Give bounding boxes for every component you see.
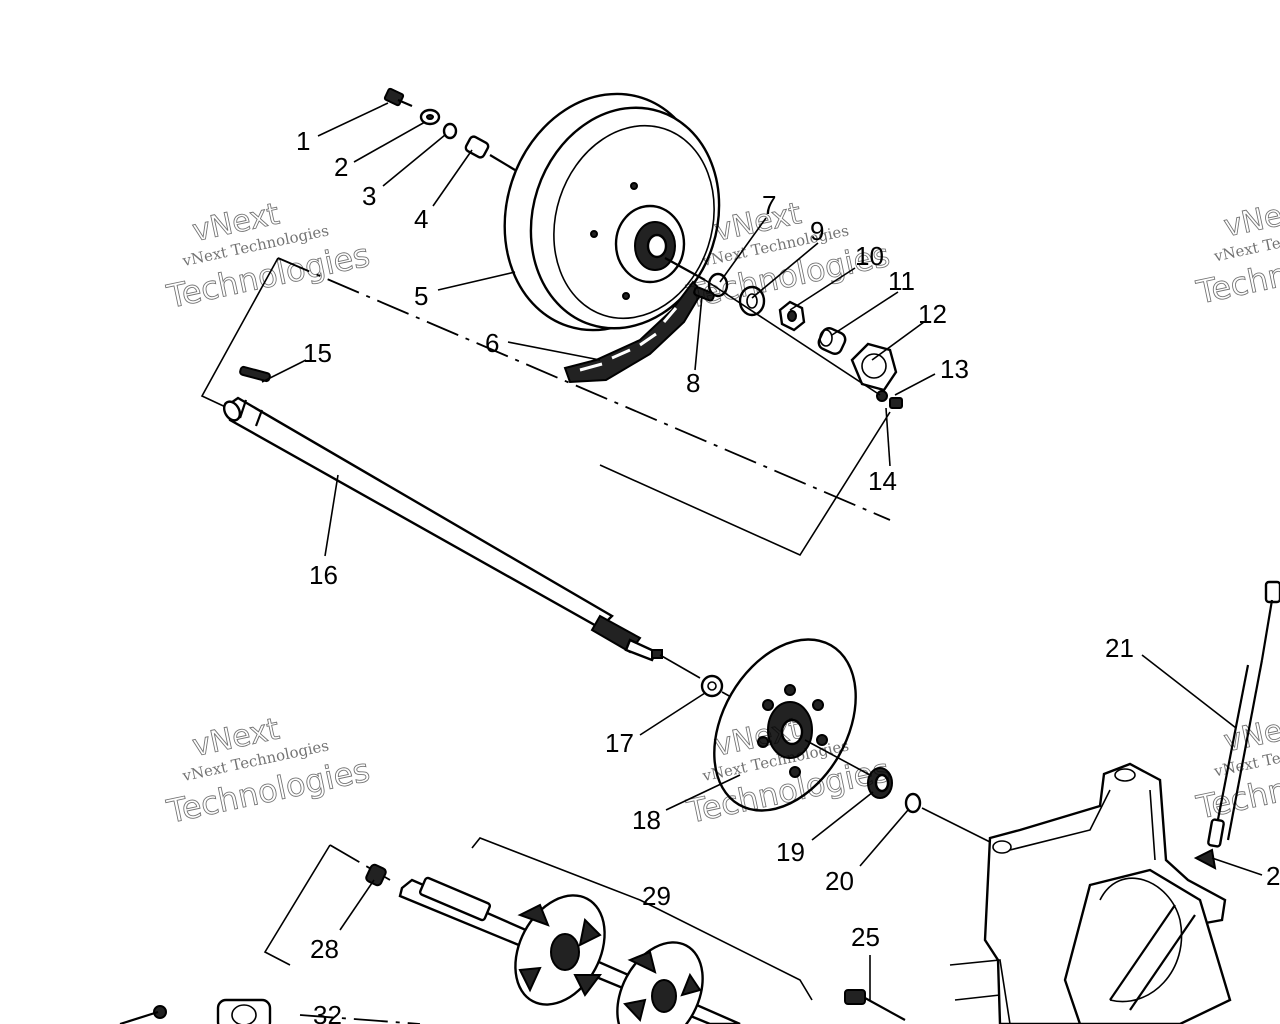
callout-20: 20 — [825, 866, 854, 896]
watermark-top-right: vNext vNext Technologies Technologies — [1192, 192, 1280, 313]
callout-16: 16 — [309, 560, 338, 590]
callout-5: 5 — [414, 281, 428, 311]
callout-28: 28 — [310, 934, 339, 964]
part-17-washer — [700, 674, 724, 698]
drive-sprocket-a — [514, 894, 606, 1006]
watermark-mid-left: vNext vNext Technologies Technologies — [163, 711, 374, 831]
callout-19: 19 — [776, 837, 805, 867]
part-5-driven-pulley — [503, 92, 721, 332]
callout-11: 11 — [888, 266, 915, 296]
part-11-bearing — [817, 327, 847, 355]
part-2-washer — [419, 108, 441, 126]
callout-14: 14 — [868, 466, 897, 496]
watermark-mid-center: vNext vNext Technologies Technologies — [683, 711, 894, 832]
part-20-ring — [904, 792, 922, 814]
part-24-fastener — [1193, 848, 1217, 870]
callout-29: 29 — [642, 881, 671, 911]
callout-24: 2 — [1266, 861, 1280, 891]
leader-lines — [261, 102, 1263, 1000]
callout-32: 32 — [313, 1000, 342, 1024]
callout-18: 18 — [632, 805, 661, 835]
callout-8: 8 — [686, 368, 700, 398]
part-13-14-fasteners — [876, 390, 903, 409]
callout-21: 21 — [1105, 633, 1134, 663]
callout-numbers: 1 2 3 4 5 6 7 8 9 10 11 12 13 14 15 16 1… — [296, 126, 1280, 1024]
shaft-centerline-upper — [704, 279, 881, 396]
callout-4: 4 — [414, 204, 428, 234]
callout-1: 1 — [296, 126, 310, 156]
callout-6: 6 — [485, 328, 499, 358]
part-21-cable — [1207, 580, 1280, 848]
chaincase-housing — [949, 762, 1232, 1024]
callout-10: 10 — [855, 241, 884, 271]
watermark-top-left: vNext vNext Technologies Technologies — [163, 196, 374, 316]
part-10-nut — [778, 300, 806, 332]
part-3-lockwasher — [442, 122, 458, 140]
callout-15: 15 — [303, 338, 332, 368]
callout-13: 13 — [940, 354, 969, 384]
part-18-brake-disc — [713, 638, 857, 812]
part-25-bolt — [844, 989, 906, 1021]
callout-17: 17 — [605, 728, 634, 758]
callout-2: 2 — [334, 152, 348, 182]
callout-7: 7 — [762, 190, 776, 220]
callout-3: 3 — [362, 181, 376, 211]
part-16-jackshaft — [222, 396, 701, 679]
watermark-mid-right: vNext vNext Technologies Technologies — [1192, 707, 1280, 828]
part-12-bearing-flange — [850, 342, 898, 392]
drive-sprocket-b — [616, 941, 704, 1024]
callout-12: 12 — [918, 299, 947, 329]
part-29-drive-shaft — [398, 876, 741, 1024]
part-32-bearing-housing — [119, 998, 272, 1024]
callout-9: 9 — [810, 216, 824, 246]
part-4-spacer — [464, 135, 516, 171]
shaft-centerline-lower-c — [921, 807, 991, 843]
part-19-bearing — [867, 767, 893, 799]
shaft-centerline-lower-b — [804, 739, 871, 776]
callout-25: 25 — [851, 922, 880, 952]
part-29-bracket-line — [471, 837, 813, 1001]
part-6-belt — [563, 280, 704, 384]
part-1-bolt — [383, 87, 413, 108]
